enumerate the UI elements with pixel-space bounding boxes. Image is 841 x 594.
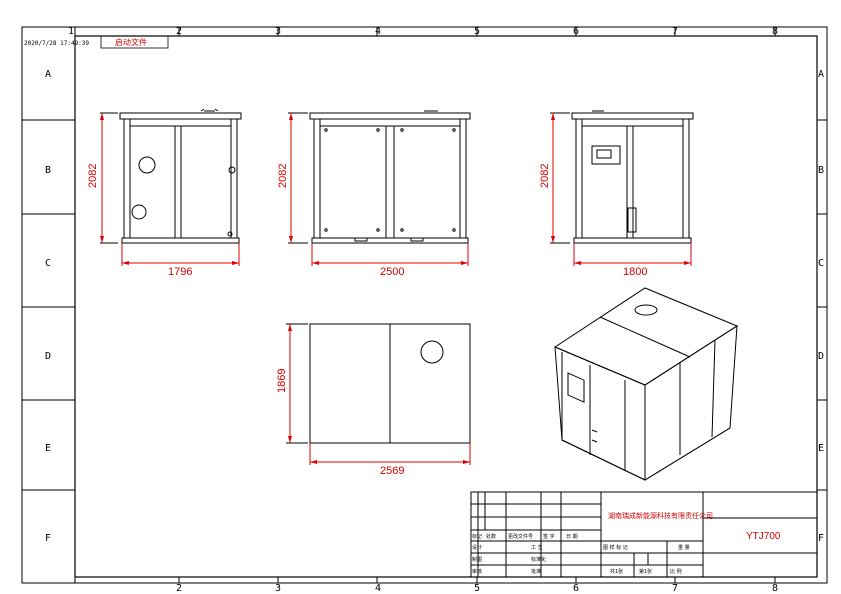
row-label: E bbox=[818, 443, 824, 454]
col-label: 7 bbox=[672, 26, 678, 37]
label-approved: 批准 bbox=[531, 568, 541, 575]
row-label: B bbox=[45, 165, 51, 176]
label-date: 日 期 bbox=[566, 534, 578, 540]
label-change-doc: 更改文件号 bbox=[508, 533, 533, 540]
column-ticks-top bbox=[74, 27, 776, 36]
label-standardized: 标准化 bbox=[531, 556, 546, 563]
col-label: 8 bbox=[772, 583, 778, 594]
dim-label-side-right-height: 2082 bbox=[539, 164, 551, 188]
dim-top bbox=[288, 324, 471, 465]
col-label: 5 bbox=[474, 26, 480, 37]
drawing-number: YTJ700 bbox=[746, 531, 781, 542]
col-label: 4 bbox=[375, 583, 381, 594]
dim-side-left bbox=[100, 113, 240, 266]
label-weight: 重 量 bbox=[678, 544, 690, 551]
col-label: 4 bbox=[375, 26, 381, 37]
col-label: 7 bbox=[672, 583, 678, 594]
side-view-right bbox=[550, 110, 694, 244]
label-count: 处数 bbox=[486, 533, 496, 540]
row-label: B bbox=[818, 165, 824, 176]
label-signature: 签 字 bbox=[543, 533, 555, 540]
col-label: 6 bbox=[573, 26, 579, 37]
column-ticks-bottom bbox=[74, 577, 776, 583]
col-label: 2 bbox=[176, 26, 182, 37]
row-label: A bbox=[45, 69, 51, 80]
row-label: C bbox=[818, 258, 824, 269]
col-label: 8 bbox=[772, 26, 778, 37]
front-view bbox=[288, 110, 471, 244]
row-label: F bbox=[818, 533, 824, 544]
title-block bbox=[470, 491, 818, 578]
label-sheet-no: 第1张 bbox=[639, 568, 652, 575]
row-labels: A B C D E F A B C D E F bbox=[45, 69, 824, 544]
label-tag: 标记 bbox=[472, 533, 482, 540]
label-scale: 比 例 bbox=[670, 568, 682, 575]
title-block-labels: 标记 处数 更改文件号 签 字 日 期 设计 工 艺 制图 标准化 审核 批准 … bbox=[472, 533, 690, 575]
row-label: D bbox=[818, 351, 824, 362]
label-designer: 设计 bbox=[472, 544, 482, 551]
label-total-sheets: 共1张 bbox=[610, 568, 623, 575]
row-label: E bbox=[45, 443, 51, 454]
row-label: A bbox=[818, 69, 824, 80]
dim-front bbox=[289, 113, 469, 266]
top-view bbox=[286, 323, 471, 444]
outer-border bbox=[21, 26, 828, 584]
row-label: C bbox=[45, 258, 51, 269]
col-label: 5 bbox=[474, 583, 480, 594]
company-name: 湖南瑞成新能源科技有限责任公司 bbox=[608, 511, 713, 520]
dim-label-side-right-width: 1800 bbox=[623, 266, 647, 278]
col-label: 3 bbox=[275, 26, 281, 37]
label-stage-mark: 图 样 标 记 bbox=[603, 544, 628, 551]
col-label: 6 bbox=[573, 583, 579, 594]
label-checked: 审核 bbox=[472, 568, 482, 575]
dim-label-front-width: 2500 bbox=[380, 266, 404, 278]
row-label: F bbox=[45, 533, 51, 544]
inner-border bbox=[74, 35, 818, 578]
column-labels: 1 2 3 4 5 6 7 8 2 3 4 5 6 7 8 bbox=[68, 26, 778, 594]
dim-label-top-width: 2569 bbox=[380, 465, 404, 477]
stamp-label: 启动文件 bbox=[115, 37, 147, 47]
col-label: 2 bbox=[176, 583, 182, 594]
col-label: 3 bbox=[275, 583, 281, 594]
row-ticks bbox=[22, 119, 827, 491]
dim-label-side-left-height: 2082 bbox=[87, 164, 99, 188]
label-drawn: 制图 bbox=[472, 556, 482, 563]
col-label: 1 bbox=[68, 26, 74, 37]
side-view-left bbox=[100, 108, 242, 244]
row-label: D bbox=[45, 351, 51, 362]
dim-side-right bbox=[551, 113, 692, 266]
dim-label-front-height: 2082 bbox=[277, 164, 289, 188]
label-process: 工 艺 bbox=[531, 545, 543, 551]
dim-label-top-height: 1869 bbox=[276, 369, 288, 393]
timestamp: 2020/7/28 17:49:39 bbox=[24, 40, 89, 47]
stamp-box bbox=[100, 35, 169, 49]
isometric-view bbox=[553, 287, 739, 481]
dim-label-side-left-width: 1796 bbox=[168, 266, 192, 278]
